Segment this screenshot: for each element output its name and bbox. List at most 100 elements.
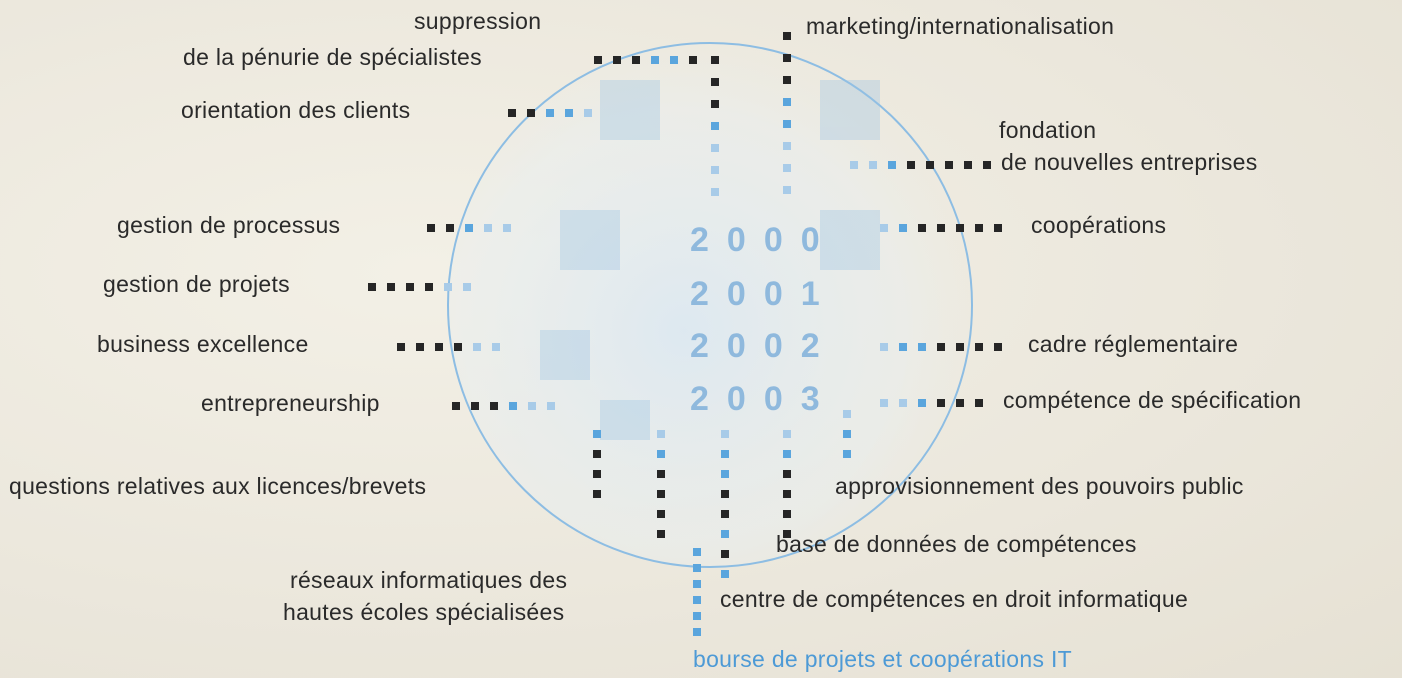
year-2000: 2000 (690, 221, 838, 259)
connector-dot (783, 470, 791, 478)
label-specification: compétence de spécification (1003, 387, 1302, 413)
label-suppression-line1: suppression (414, 8, 542, 34)
connector-dot (899, 224, 907, 232)
connector-dot (721, 490, 729, 498)
connector-dot (689, 56, 697, 64)
year-2001: 2001 (690, 275, 838, 313)
label-marketing: marketing/internationalisation (806, 13, 1115, 39)
connector-dot (956, 343, 964, 351)
connector-dot (945, 161, 953, 169)
connector-dot (711, 122, 719, 130)
connector-dot (657, 530, 665, 538)
connector-dot (711, 56, 719, 64)
connector-dot (783, 32, 791, 40)
label-fondation-line1: fondation (999, 117, 1097, 143)
connector-dot (503, 224, 511, 232)
connector-dot (983, 161, 991, 169)
connector-dot (937, 224, 945, 232)
connector-dot (975, 224, 983, 232)
connector-dot (783, 530, 791, 538)
globe-outline (447, 42, 973, 568)
connector-dot (880, 224, 888, 232)
connector-dot (387, 283, 395, 291)
connector-dot (899, 399, 907, 407)
label-cooperations: coopérations (1031, 212, 1167, 238)
connector-dot (452, 402, 460, 410)
connector-dot (918, 343, 926, 351)
label-bourse: bourse de projets et coopérations IT (693, 646, 1073, 672)
connector-dot (693, 628, 701, 636)
label-orientation: orientation des clients (181, 97, 411, 123)
label-centre: centre de compétences en droit informati… (720, 586, 1189, 612)
connector-dot (492, 343, 500, 351)
label-approvisionnement: approvisionnement des pouvoirs public (835, 473, 1244, 499)
connector-dot (869, 161, 877, 169)
connector-dot (994, 224, 1002, 232)
connector-dot (956, 399, 964, 407)
connector-dot (721, 450, 729, 458)
connector-dot (527, 109, 535, 117)
connector-dot (721, 570, 729, 578)
connector-dot (484, 224, 492, 232)
label-suppression-line2: de la pénurie de spécialistes (183, 44, 482, 70)
connector-dot (721, 510, 729, 518)
connector-dot (843, 430, 851, 438)
connector-dot (565, 109, 573, 117)
connector-dot (435, 343, 443, 351)
connector-dot (994, 343, 1002, 351)
label-base: base de données de compétences (776, 531, 1137, 557)
label-reseaux-line1: réseaux informatiques des (290, 567, 568, 593)
connector-dot (975, 343, 983, 351)
connector-dot (693, 580, 701, 588)
label-processus: gestion de processus (117, 212, 341, 238)
connector-dot (546, 109, 554, 117)
connector-dot (593, 430, 601, 438)
connector-dot (721, 550, 729, 558)
connector-dot (463, 283, 471, 291)
year-2003: 2003 (690, 380, 838, 418)
label-reseaux-line2: hautes écoles spécialisées (283, 599, 565, 625)
label-business: business excellence (97, 331, 309, 357)
connector-dot (416, 343, 424, 351)
connector-dot (446, 224, 454, 232)
connector-dot (657, 430, 665, 438)
connector-dot (427, 224, 435, 232)
connector-dot (843, 410, 851, 418)
connector-dot (711, 166, 719, 174)
connector-dot (425, 283, 433, 291)
connector-dot (937, 343, 945, 351)
globe-fill (448, 43, 972, 567)
connector-dot (547, 402, 555, 410)
connector-dot (783, 54, 791, 62)
connector-dot (721, 530, 729, 538)
connector-dot (783, 120, 791, 128)
connector-dot (584, 109, 592, 117)
connector-dot (693, 596, 701, 604)
connector-dot (593, 490, 601, 498)
connector-dot (465, 224, 473, 232)
connector-dot (783, 142, 791, 150)
connector-dot (693, 564, 701, 572)
connector-dot (657, 510, 665, 518)
connector-dot (670, 56, 678, 64)
connector-dot (657, 470, 665, 478)
connector-dot (509, 402, 517, 410)
connector-dot (964, 161, 972, 169)
connector-dot (711, 144, 719, 152)
connector-dot (693, 612, 701, 620)
label-projets: gestion de projets (103, 271, 290, 297)
connector-dot (613, 56, 621, 64)
connector-dot (926, 161, 934, 169)
connector-dot (918, 399, 926, 407)
connector-dot (444, 283, 452, 291)
connector-dot (594, 56, 602, 64)
year-2002: 2002 (690, 327, 838, 365)
connector-dot (783, 450, 791, 458)
label-licences: questions relatives aux licences/brevets (9, 473, 427, 499)
label-entrepreneurship: entrepreneurship (201, 390, 380, 416)
connector-dot (899, 343, 907, 351)
connector-dot (850, 161, 858, 169)
connector-dot (454, 343, 462, 351)
connector-dot (711, 100, 719, 108)
connector-dot (956, 224, 964, 232)
